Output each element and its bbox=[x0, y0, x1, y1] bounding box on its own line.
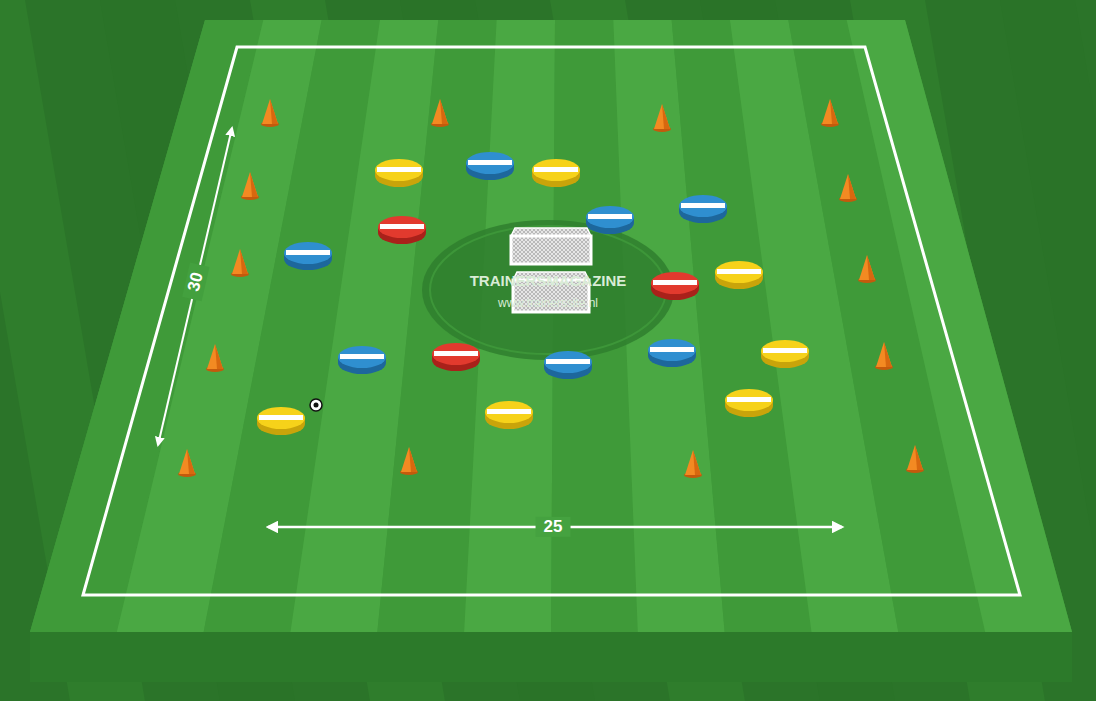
cone bbox=[241, 172, 259, 200]
marker-disc bbox=[532, 159, 580, 187]
center-circle bbox=[422, 220, 674, 360]
platform-top bbox=[30, 20, 1072, 632]
cone bbox=[875, 342, 893, 370]
goal-frame bbox=[511, 236, 591, 264]
ball bbox=[310, 399, 322, 411]
field-stripes bbox=[30, 20, 1072, 632]
cone bbox=[858, 255, 876, 283]
marker-disc bbox=[651, 272, 699, 300]
cone bbox=[261, 99, 279, 127]
cone bbox=[906, 445, 924, 473]
marker-disc bbox=[378, 216, 426, 244]
field-stripe bbox=[847, 20, 1072, 632]
marker-disc bbox=[725, 389, 773, 417]
cones bbox=[178, 99, 924, 478]
mini-goal bbox=[511, 228, 591, 264]
dimension-label: 25 bbox=[536, 517, 571, 537]
watermark: TRAINERSMAGAZINE bbox=[470, 272, 627, 290]
pitch-line bbox=[83, 47, 1020, 595]
cone bbox=[400, 447, 418, 475]
dimension-arrow bbox=[158, 128, 232, 445]
discs bbox=[257, 152, 809, 435]
marker-disc bbox=[284, 242, 332, 270]
center-circle-ring bbox=[430, 226, 666, 354]
marker-disc bbox=[761, 340, 809, 368]
marker-disc bbox=[544, 351, 592, 379]
cone bbox=[178, 449, 196, 477]
marker-disc bbox=[586, 206, 634, 234]
marker-disc bbox=[679, 195, 727, 223]
cone bbox=[431, 99, 449, 127]
marker-disc bbox=[375, 159, 423, 187]
marker-disc bbox=[257, 407, 305, 435]
marker-disc bbox=[485, 401, 533, 429]
cone bbox=[821, 99, 839, 127]
platform-front bbox=[30, 632, 1072, 682]
marker-disc bbox=[432, 343, 480, 371]
cone bbox=[231, 249, 249, 277]
cone bbox=[684, 450, 702, 478]
marker-disc bbox=[338, 346, 386, 374]
cone bbox=[839, 174, 857, 202]
marker-disc bbox=[648, 339, 696, 367]
marker-disc bbox=[466, 152, 514, 180]
watermark: www.trainerssite.nl bbox=[498, 296, 598, 310]
cone bbox=[206, 344, 224, 372]
marker-disc bbox=[715, 261, 763, 289]
cone bbox=[653, 104, 671, 132]
